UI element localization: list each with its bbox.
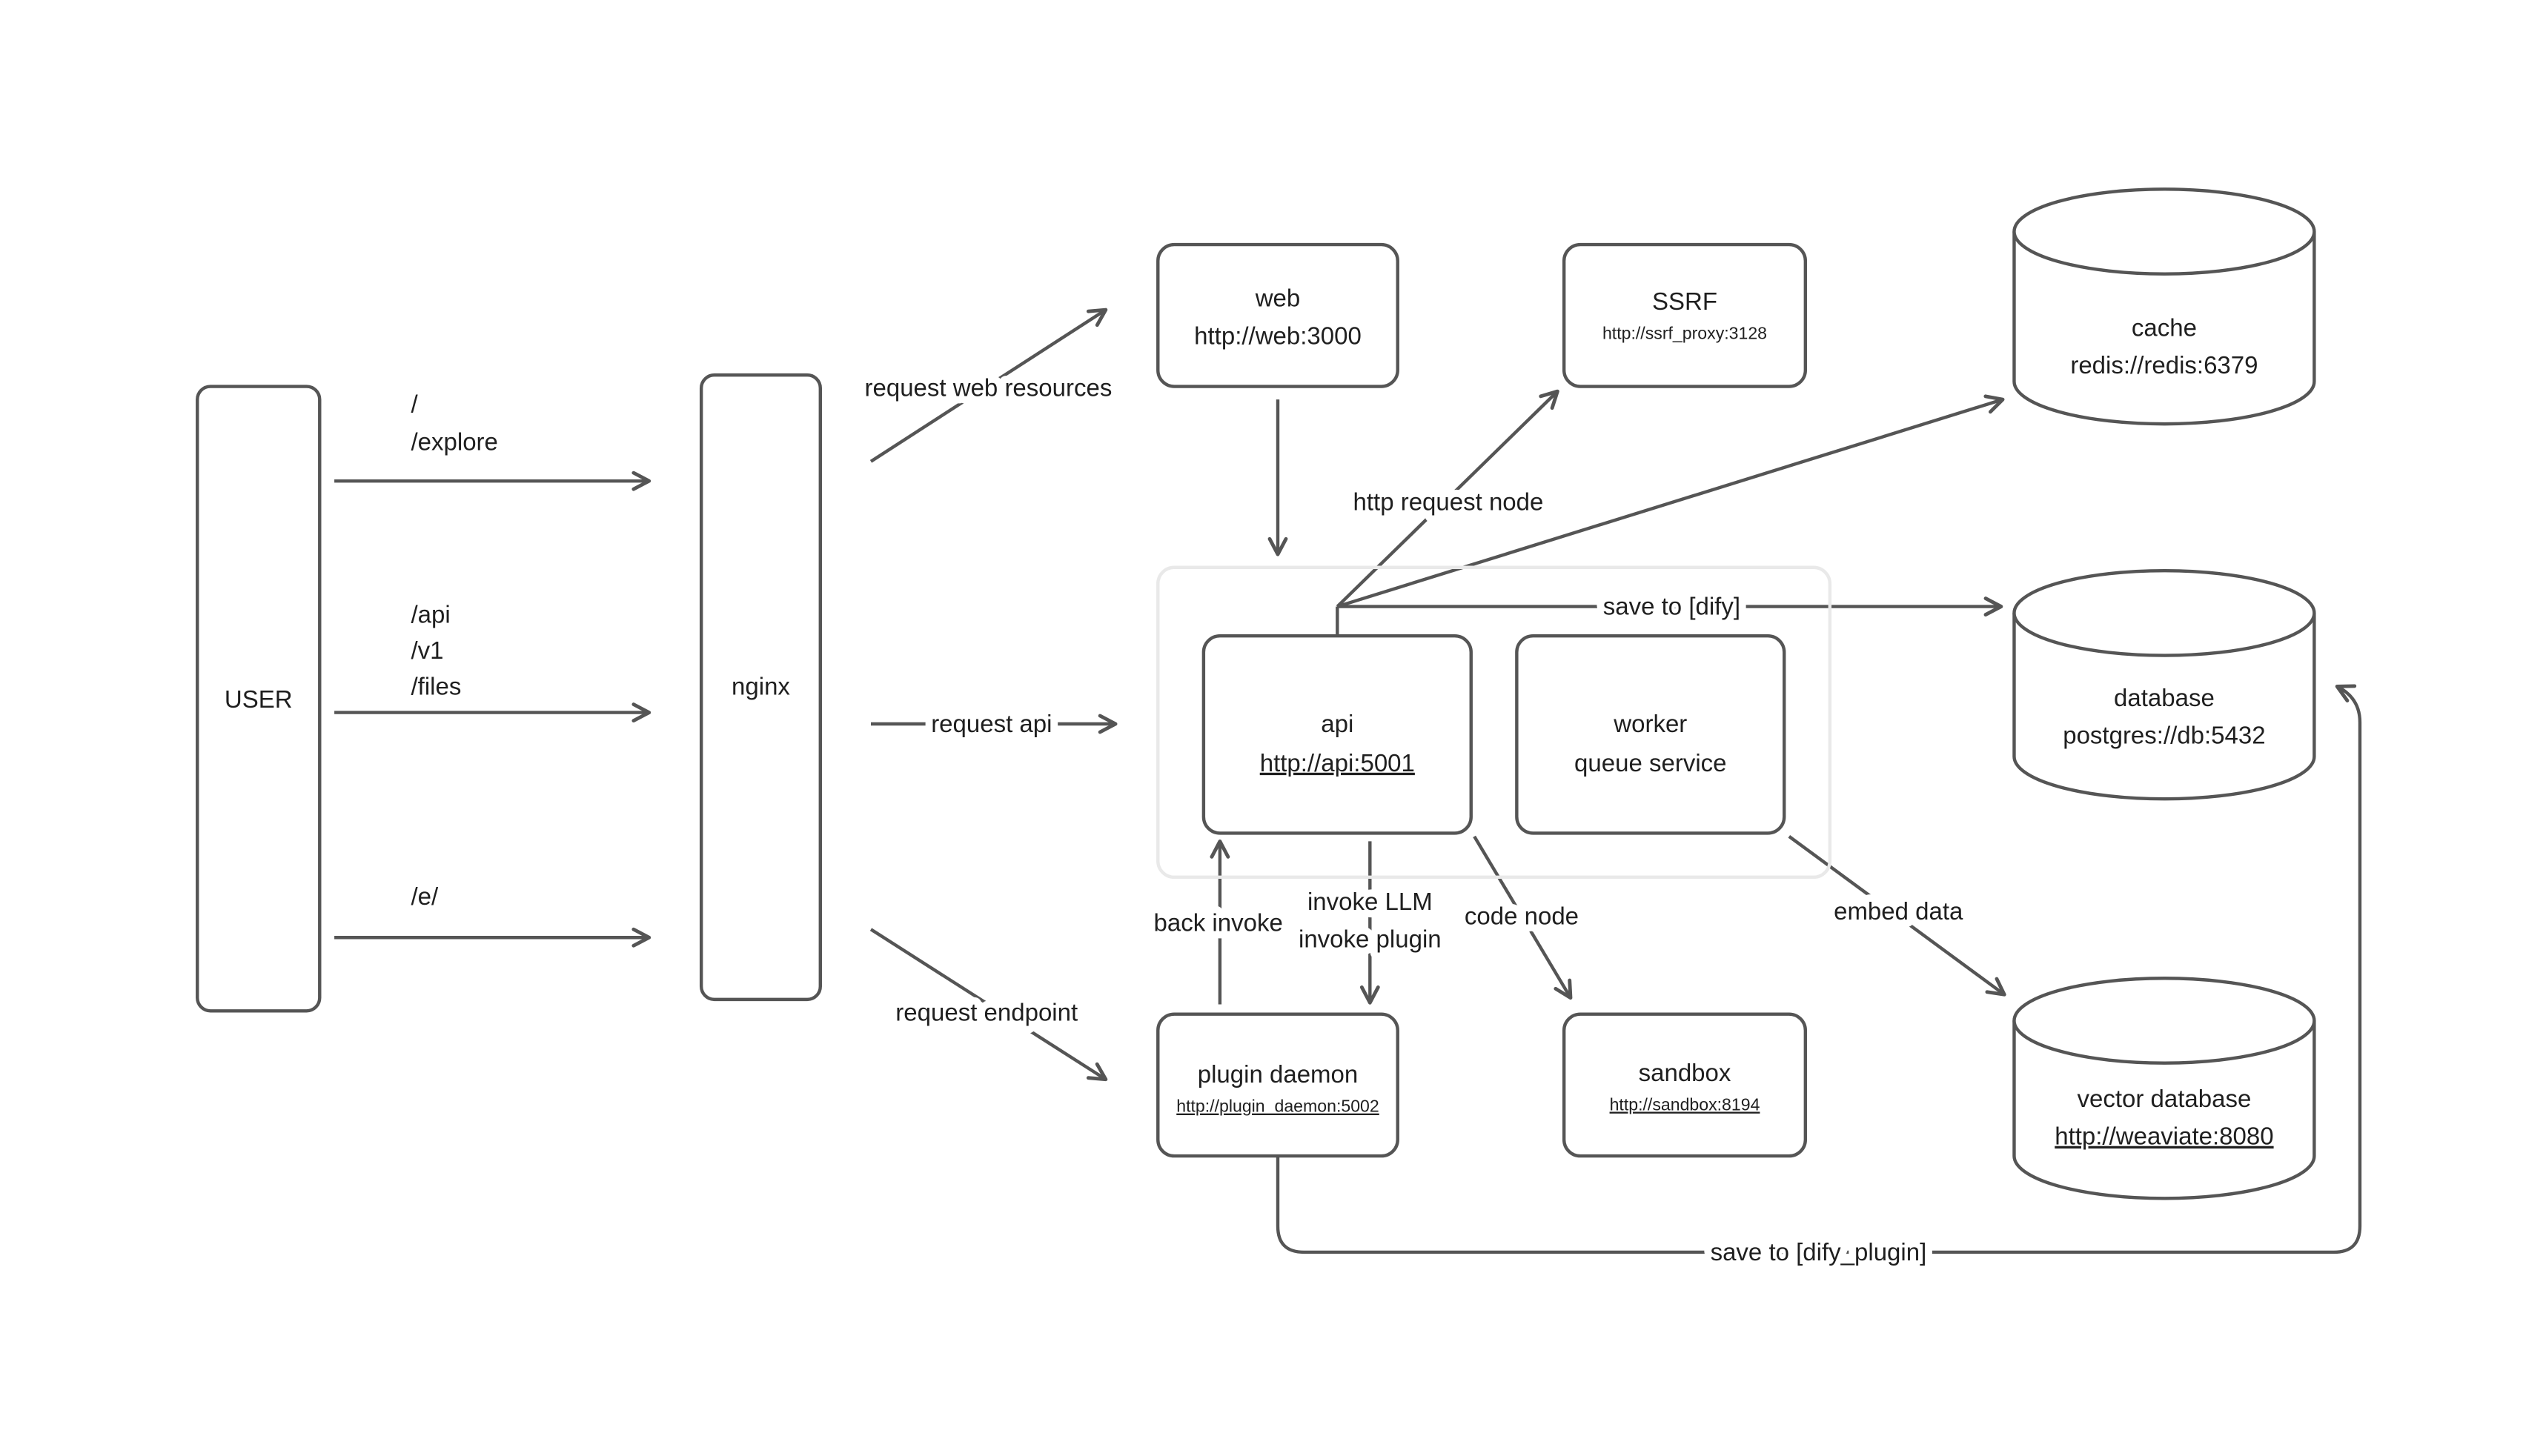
route-web-path-2: /explore [411,428,497,455]
label-request-web: request web resources [865,374,1113,402]
node-sandbox: sandbox http://sandbox:8194 [1562,1012,1808,1158]
cache-cylinder-top [2012,187,2316,276]
node-api: api http://api:5001 [1201,634,1473,835]
edge-nginx-web [869,308,1108,463]
database-cylinder-body [2012,613,2316,801]
vector-database-cylinder-body [2012,1020,2316,1200]
node-nginx: nginx [699,373,822,1002]
user-label: USER [225,685,293,713]
web-title: web [1255,285,1301,312]
web-url: http://web:3000 [1194,322,1362,349]
sandbox-title: sandbox [1639,1059,1731,1086]
worker-box [1515,634,1786,835]
api-url: http://api:5001 [1260,749,1415,777]
plugin-daemon-title: plugin daemon [1198,1060,1358,1088]
nginx-label: nginx [732,672,790,699]
edge-api-sandbox [1473,835,1573,1000]
route-api-path-3: /files [411,672,461,699]
edge-api-ssrf [1336,389,1559,608]
database-url: postgres://db:5432 [2063,721,2265,748]
vector-database-url: http://weaviate:8080 [2055,1123,2273,1150]
edge-plugin-daemon-database-loop [1276,684,2362,1254]
label-invoke-llm: invoke LLM [1307,888,1433,915]
database-title: database [2114,684,2215,711]
route-plugin-path-1: /e/ [411,882,439,910]
sandbox-url: http://sandbox:8194 [1610,1094,1760,1114]
route-api-path-1: /api [411,601,450,628]
api-worker-group-box [1156,565,1832,880]
worker-title: worker [1613,710,1687,737]
edge-nginx-plugin-daemon [869,928,1108,1082]
cache-title: cache [2132,313,2197,341]
label-invoke-plugin: invoke plugin [1299,925,1442,952]
label-save-to-dify: save to [dify] [1603,593,1740,620]
label-back-invoke: back invoke [1154,908,1283,936]
ssrf-url: http://ssrf_proxy:3128 [1602,324,1767,343]
edges [334,308,2362,1254]
plugin-daemon-url: http://plugin_daemon:5002 [1176,1097,1379,1116]
cache-url: redis://redis:6379 [2070,351,2258,379]
database-cylinder-top [2012,568,2316,657]
node-web: web http://web:3000 [1156,242,1399,388]
edge-api-cache [1336,394,2005,608]
label-request-endpoint: request endpoint [895,998,1078,1025]
label-request-api: request api [931,710,1052,737]
label-save-to-dify-plugin: save to [dify_plugin] [1711,1238,1927,1266]
edge-worker-vector-database [1788,835,2006,997]
node-worker: worker queue service [1515,634,1786,835]
cache-cylinder-body [2012,231,2316,426]
label-code-node: code node [1465,902,1579,930]
nginx-box [699,373,822,1002]
ssrf-title: SSRF [1652,287,1717,315]
route-api-path-2: /v1 [411,636,443,664]
vector-database-cylinder-top [2012,977,2316,1065]
vector-database-title: vector database [2078,1085,2252,1112]
user-box [196,385,322,1013]
plugin-daemon-box [1156,1012,1399,1158]
node-cache: cache redis://redis:6379 [2012,187,2316,426]
route-labels: / /explore /api /v1 /files /e/ [411,390,497,911]
api-box [1201,634,1473,835]
worker-subtitle: queue service [1574,749,1726,777]
sandbox-box [1562,1012,1808,1158]
node-database: database postgres://db:5432 [2012,568,2316,801]
node-plugin-daemon: plugin daemon http://plugin_daemon:5002 [1156,1012,1399,1158]
node-vector-database: vector database http://weaviate:8080 [2012,977,2316,1200]
ssrf-box [1562,242,1808,388]
route-web-path-1: / [411,390,418,418]
label-http-request-node: http request node [1353,488,1544,516]
node-ssrf: SSRF http://ssrf_proxy:3128 [1562,242,1808,388]
api-title: api [1321,710,1353,737]
label-embed-data: embed data [1834,897,1963,925]
node-user: USER [196,385,322,1013]
web-box [1156,242,1399,388]
